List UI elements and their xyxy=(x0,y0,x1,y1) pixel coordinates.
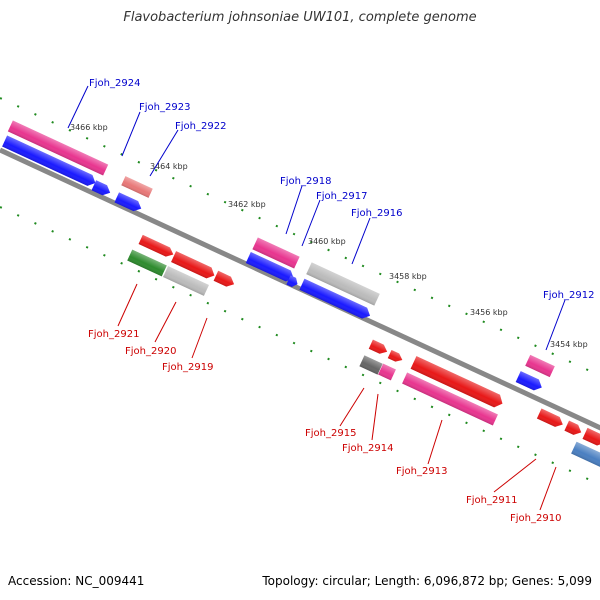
gene-label-fjoh-2919: Fjoh_2919 xyxy=(162,362,213,373)
gene-label-fjoh-2924: Fjoh_2924 xyxy=(89,78,140,89)
scale-label: 3456 kbp xyxy=(470,308,508,317)
scale-label: 3466 kbp xyxy=(70,123,108,132)
gene-block-fjoh-2911-b xyxy=(564,420,582,435)
gene-block-fjoh-2924-cds xyxy=(2,135,96,186)
gene-label-fjoh-2918: Fjoh_2918 xyxy=(280,176,331,187)
gene-block-fjoh-2922-rna xyxy=(121,176,153,198)
gene-block-fjoh-2918-cds xyxy=(245,252,294,282)
gene-block-fjoh-2914-cds xyxy=(378,363,396,381)
gene-features xyxy=(2,120,600,471)
gene-block-fjoh-2911 xyxy=(536,408,563,427)
gene-block-fjoh-2916 xyxy=(299,278,371,319)
gene-block-fjoh-2920 xyxy=(171,251,215,279)
scale-label: 3454 kbp xyxy=(550,340,588,349)
tick-row xyxy=(0,97,600,377)
gene-block-fjoh-2924 xyxy=(7,120,109,176)
gene-block-fjoh-2916-rna xyxy=(306,262,380,306)
scale-label: 3462 kbp xyxy=(228,200,266,209)
gene-label-fjoh-2922: Fjoh_2922 xyxy=(175,121,226,132)
gene-label-fjoh-2916: Fjoh_2916 xyxy=(351,208,402,219)
gene-block-fjoh-2918 xyxy=(252,237,300,269)
gene-block-fjoh-2913 xyxy=(410,356,503,408)
gene-label-fjoh-2910: Fjoh_2910 xyxy=(510,513,561,524)
gene-block-fjoh-2913-cds xyxy=(402,372,498,426)
gene-label-fjoh-2914: Fjoh_2914 xyxy=(342,443,393,454)
leader-lines xyxy=(67,85,566,511)
scale-label: 3458 kbp xyxy=(389,272,427,281)
gene-block-fjoh-2914 xyxy=(387,349,403,362)
genome-metadata-text: Topology: circular; Length: 6,096,872 bp… xyxy=(262,574,592,588)
map-title: Flavobacterium johnsoniae UW101, complet… xyxy=(123,10,477,25)
gene-block-fjoh-2910-cds xyxy=(571,441,600,471)
gene-label-fjoh-2923: Fjoh_2923 xyxy=(139,102,190,113)
gene-block-fjoh-2910 xyxy=(582,427,600,446)
gene-labels: Fjoh_2924 Fjoh_2923 Fjoh_2922 Fjoh_2918 … xyxy=(88,78,594,524)
gene-block-fjoh-2922 xyxy=(114,192,142,212)
gene-block-fjoh-2915-cds xyxy=(359,355,383,375)
scale-label: 3460 kbp xyxy=(308,237,346,246)
gene-block-fjoh-2921-cds xyxy=(127,249,167,277)
gene-block-fjoh-2919 xyxy=(213,270,235,287)
gene-label-fjoh-2915: Fjoh_2915 xyxy=(305,428,356,439)
gene-block-fjoh-2915 xyxy=(368,339,388,354)
gene-block-fjoh-2912 xyxy=(525,354,555,378)
gene-block-fjoh-2917 xyxy=(286,275,298,287)
gene-block-fjoh-2912-cds xyxy=(515,371,542,391)
accession-text: Accession: NC_009441 xyxy=(8,574,145,588)
gene-label-fjoh-2913: Fjoh_2913 xyxy=(396,466,447,477)
gene-label-fjoh-2921: Fjoh_2921 xyxy=(88,329,139,340)
scale-label: 3464 kbp xyxy=(150,162,188,171)
gene-label-fjoh-2911: Fjoh_2911 xyxy=(466,495,517,506)
gene-label-fjoh-2920: Fjoh_2920 xyxy=(125,346,176,357)
gene-block-fjoh-2921 xyxy=(138,234,174,257)
tick-row xyxy=(0,206,600,486)
gene-label-fjoh-2917: Fjoh_2917 xyxy=(316,191,367,202)
gene-block-fjoh-2920-cds xyxy=(163,266,209,296)
gene-block-fjoh-2923 xyxy=(91,180,111,196)
scale-labels: 3466 kbp 3464 kbp 3462 kbp 3460 kbp 3458… xyxy=(70,123,588,349)
gene-label-fjoh-2912: Fjoh_2912 xyxy=(543,290,594,301)
